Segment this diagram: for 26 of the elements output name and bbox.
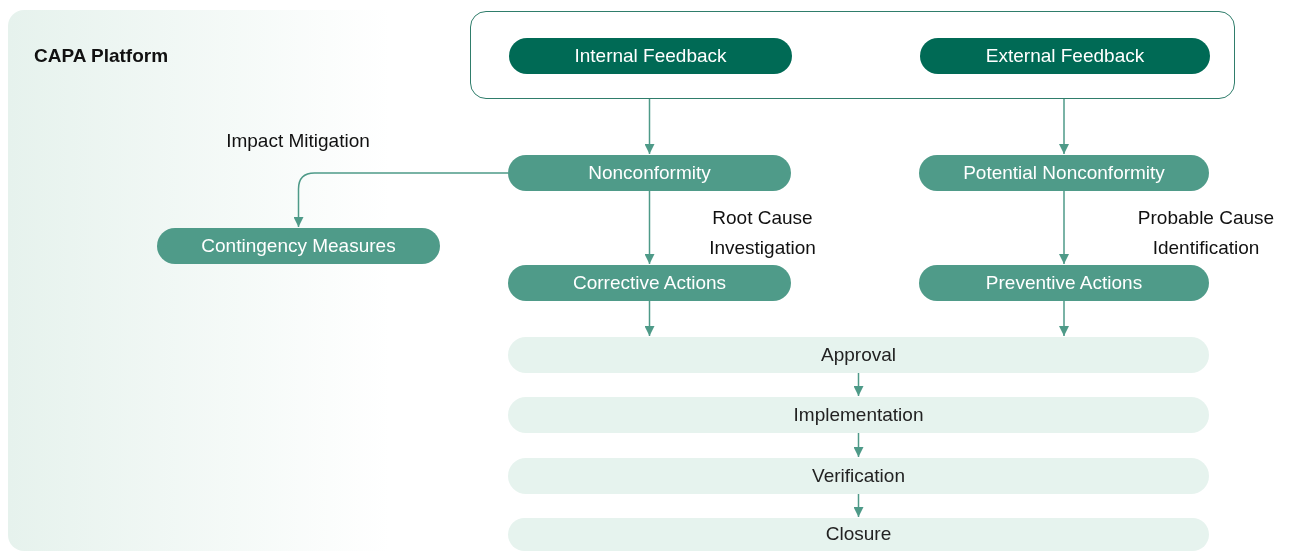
arrow bbox=[1059, 98, 1069, 155]
step-pill: Corrective Actions bbox=[508, 265, 791, 301]
arrow bbox=[293, 172, 509, 228]
stage-bar: Implementation bbox=[508, 397, 1209, 433]
step-pill: Preventive Actions bbox=[919, 265, 1209, 301]
edge-label: Root Cause Investigation bbox=[708, 206, 817, 260]
step-pill: Contingency Measures bbox=[157, 228, 440, 264]
stage-bar: Closure bbox=[508, 518, 1209, 551]
arrow bbox=[1059, 300, 1069, 337]
edge-label: Probable Cause Identification bbox=[1136, 206, 1276, 260]
stage-bar: Verification bbox=[508, 458, 1209, 494]
arrow bbox=[853, 432, 864, 458]
step-pill: Potential Nonconformity bbox=[919, 155, 1209, 191]
feedback-group-box bbox=[470, 11, 1235, 99]
feedback-pill: External Feedback bbox=[920, 38, 1210, 74]
step-pill: Nonconformity bbox=[508, 155, 791, 191]
stage-bar: Approval bbox=[508, 337, 1209, 373]
panel-heading: CAPA Platform bbox=[34, 44, 169, 68]
arrow bbox=[644, 300, 655, 337]
edge-label: Impact Mitigation bbox=[225, 129, 371, 153]
feedback-pill: Internal Feedback bbox=[509, 38, 792, 74]
arrow bbox=[644, 190, 655, 265]
arrow bbox=[1059, 190, 1069, 265]
arrow bbox=[853, 493, 864, 518]
arrow bbox=[853, 372, 864, 397]
arrow bbox=[644, 98, 655, 155]
